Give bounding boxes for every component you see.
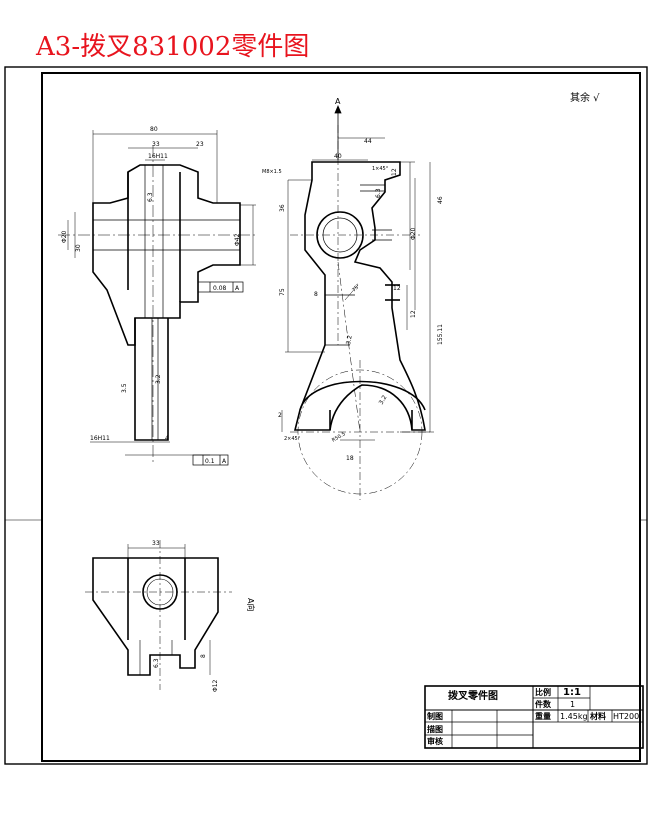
title-block-drafted-label: 描图 [427, 725, 443, 734]
dim-12b: 12 [393, 285, 401, 292]
rough-bottom: 6.3 [153, 658, 160, 668]
inner-frame [41, 72, 641, 762]
front-view: 40 44 1×45° M8×1.5 12 46 36 Φ20 75 8 75°… [262, 125, 444, 500]
dim-18: 18 [346, 455, 354, 462]
title-block-quantity-label: 件数 [535, 700, 551, 709]
perpendicularity-datum: A [222, 458, 227, 465]
title-block-part-name: 拨叉零件图 [448, 691, 498, 702]
side-view: 80 33 23 16H11 Φ20 30 Φ42 6.3 3.5 3.2 16… [58, 126, 256, 466]
view-label: A向 [246, 598, 256, 611]
flatness-datum: A [235, 285, 240, 292]
dim-angle: 75° [351, 283, 362, 294]
title-block-material-value: HT200 [613, 712, 640, 721]
dim-total-height: 155.11 [437, 324, 444, 345]
dim-right-dia: Φ42 [234, 233, 241, 246]
dim-width-b: 23 [196, 141, 204, 148]
perpendicularity-value: 0.1 [205, 458, 215, 465]
dim-bore: Φ20 [61, 230, 68, 243]
roughness-note: 其余 √ [570, 91, 600, 104]
dim-12a: 12 [410, 310, 417, 318]
flatness-value: 0.08 [213, 285, 227, 292]
outer-frame [4, 66, 648, 765]
dim-height-right: 46 [437, 196, 444, 204]
dim-offset-top: 44 [364, 138, 372, 145]
dim-overall-width: 80 [150, 126, 158, 133]
title-block-weight-label: 重量 [535, 712, 551, 721]
rough-front-1: 3.2 [345, 335, 354, 346]
dim-2: 2 [278, 412, 282, 419]
title-block-reviewed-label: 审核 [427, 737, 443, 746]
dim-chamfer: 1×45° [372, 166, 389, 172]
dim-8: 8 [314, 291, 318, 298]
dim-bottom-slot: 8 [200, 654, 207, 658]
section-marker-a: A [334, 97, 342, 160]
dim-slot-top: 16H11 [148, 153, 168, 160]
section-label: A [335, 97, 341, 106]
title-block-drawn-label: 制图 [427, 712, 443, 721]
title-block-grid [424, 685, 644, 749]
dim-width-a: 33 [152, 141, 160, 148]
title-block-scale-label: 比例 [535, 688, 551, 697]
dim-front-bore: Φ20 [410, 227, 417, 240]
page-title: A3-拨叉831002零件图 [36, 32, 310, 62]
dim-slot-bottom: 16H11 [90, 435, 110, 442]
dim-bottom-offset: 4 [165, 435, 169, 442]
rough-side-1: 6.3 [147, 192, 154, 202]
dim-bottom-hole: Φ12 [212, 679, 219, 692]
dim-small-right: 12 [391, 168, 398, 176]
rough-side-2: 3.2 [155, 374, 162, 384]
dim-height-upper: 36 [279, 204, 286, 212]
title-block-material-label: 材料 [590, 712, 606, 721]
dim-height: 30 [75, 244, 82, 252]
dim-arc-radius: R50.5 [331, 431, 347, 444]
rough-front-3: 6.3 [375, 188, 382, 198]
rough-front-2: 3.2 [378, 394, 389, 406]
dim-bottom-width: 33 [152, 540, 160, 547]
dim-hole-top: 40 [334, 153, 342, 160]
title-block-quantity-value: 1 [570, 700, 576, 709]
dim-chamfer-small: 2×45° [284, 436, 301, 442]
dim-rib: 3.5 [121, 383, 128, 393]
dim-thread: M8×1.5 [262, 169, 282, 175]
dim-height-left: 75 [279, 288, 286, 296]
title-block-scale-value: 1:1 [563, 687, 581, 698]
title-block-weight-value: 1.45kg [560, 712, 588, 721]
bottom-view: 33 Φ12 8 6.3 A向 [85, 540, 256, 692]
